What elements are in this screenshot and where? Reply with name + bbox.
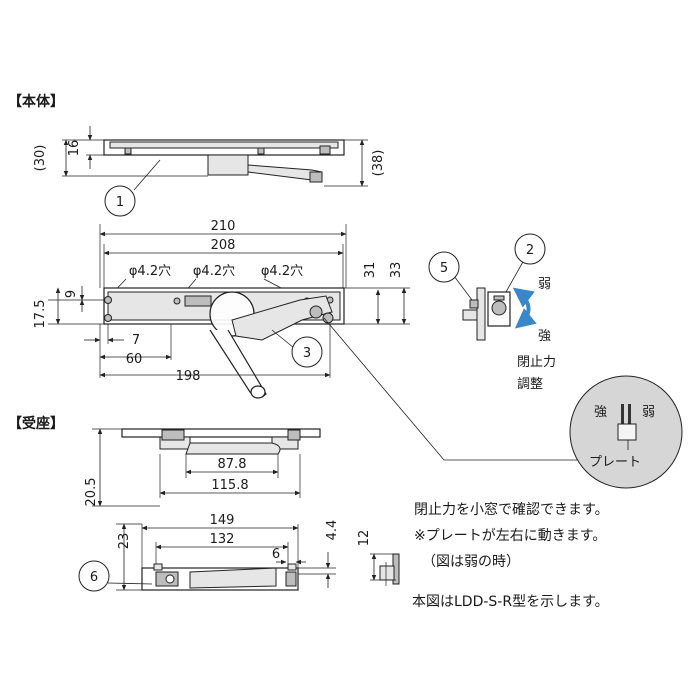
dim-149: 149 (210, 513, 235, 528)
dim-23: 23 (117, 533, 132, 550)
adjuster-detail (462, 287, 511, 341)
note-line1: 閉止力を小窓で確認できます。 (414, 501, 609, 518)
dim-210: 210 (211, 219, 236, 234)
section-label-main-body: 【本体】 (8, 93, 64, 110)
callout-6 (78, 560, 110, 592)
callout-5-label: 5 (440, 261, 448, 276)
dim-115-8: 115.8 (211, 478, 248, 493)
dim-7: 7 (132, 333, 140, 348)
callout-1 (104, 185, 136, 217)
adjust-force-line1: 閉止力 (517, 355, 556, 370)
callout-1-label: 1 (116, 195, 124, 210)
adjust-force-line2: 調整 (517, 377, 543, 392)
note-line4: 本図はLDD-S-R型を示します。 (412, 594, 609, 610)
dim-87-8: 87.8 (218, 457, 247, 472)
hole-label-2: φ4.2穴 (193, 264, 235, 279)
dim-20-5: 20.5 (84, 478, 99, 507)
dim-6: 6 (272, 547, 280, 562)
dim-208: 208 (211, 238, 236, 253)
body-plan-view (103, 287, 345, 399)
callout-2 (514, 233, 546, 265)
note-line2: ※プレートが左右に動きます。 (414, 528, 606, 544)
callout-3 (291, 336, 323, 368)
dim-12: 12 (357, 530, 372, 547)
dim-31: 31 (363, 262, 378, 279)
callout-2-label: 2 (526, 243, 534, 258)
dim-4-4: 4.4 (325, 520, 340, 541)
callout-3-label: 3 (303, 346, 311, 361)
callout-6-label: 6 (90, 570, 98, 585)
note-line3: （図は弱の時） (422, 554, 520, 570)
receiver-side-view (121, 428, 321, 455)
receiver-end-view (379, 553, 400, 586)
dim-30: (30) (33, 145, 48, 172)
body-side-view (103, 139, 345, 183)
dim-16: 16 (67, 140, 82, 157)
plate-window-inset (569, 375, 683, 489)
receiver-plan-view (141, 563, 299, 591)
adjust-weak: 弱 (538, 277, 551, 292)
hole-label-3: φ4.2穴 (261, 264, 303, 279)
adjust-strong: 強 (538, 329, 551, 344)
dim-9: 9 (64, 290, 79, 298)
dim-132: 132 (210, 532, 235, 547)
dim-38: (38) (371, 150, 386, 177)
inset-weak: 弱 (642, 405, 655, 420)
dim-198: 198 (176, 369, 201, 384)
inset-strong: 強 (594, 405, 607, 420)
dim-33: 33 (389, 262, 404, 279)
inset-plate: プレート (589, 455, 641, 470)
section-label-receiver: 【受座】 (8, 415, 64, 432)
dim-17-5: 17.5 (33, 300, 48, 329)
dim-60: 60 (126, 352, 143, 367)
adjust-arrow-icon (512, 287, 537, 329)
hole-label-1: φ4.2穴 (129, 264, 171, 279)
callout-5 (428, 251, 460, 283)
